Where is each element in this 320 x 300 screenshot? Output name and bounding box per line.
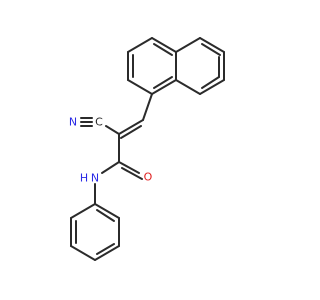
bond: [151, 37, 177, 53]
bond: [127, 79, 153, 95]
bond: [105, 125, 120, 135]
naphthalene-ring-b: [175, 37, 225, 95]
phenyl-ring: [70, 203, 120, 261]
bond-double-inner: [96, 243, 115, 255]
bond: [118, 119, 144, 135]
bond: [127, 37, 153, 53]
atom-label-amide-n: N: [91, 172, 99, 185]
bond: [175, 37, 201, 53]
atom-label-amide-h: H: [80, 172, 88, 185]
bond: [142, 93, 153, 121]
bond: [175, 79, 201, 95]
background: [0, 0, 300, 300]
bond: [101, 161, 120, 174]
bond-double-inner: [201, 43, 221, 56]
bond-double-inner: [153, 43, 173, 56]
bond: [151, 79, 177, 95]
bond-double-inner: [201, 76, 220, 89]
acrylamide-chain: [80, 93, 153, 205]
naphthalene-ring-a: [127, 37, 177, 95]
bond: [70, 203, 96, 219]
bond: [199, 79, 225, 95]
bond: [94, 245, 120, 261]
atom-label-carbonyl-o: O: [144, 171, 153, 184]
bond-double-inner: [120, 125, 142, 139]
atom-label-nitrile-c: C: [95, 116, 103, 129]
atom-label-nitrile-n: N: [69, 116, 77, 129]
bond-double-inner: [96, 209, 115, 222]
molecule-diagram: N C O N H: [0, 0, 300, 300]
bond: [94, 203, 120, 219]
bond-double-inner: [153, 76, 173, 89]
bond-double-inner: [121, 167, 143, 180]
bond: [70, 245, 96, 261]
bond: [199, 37, 225, 53]
bond: [118, 161, 140, 174]
